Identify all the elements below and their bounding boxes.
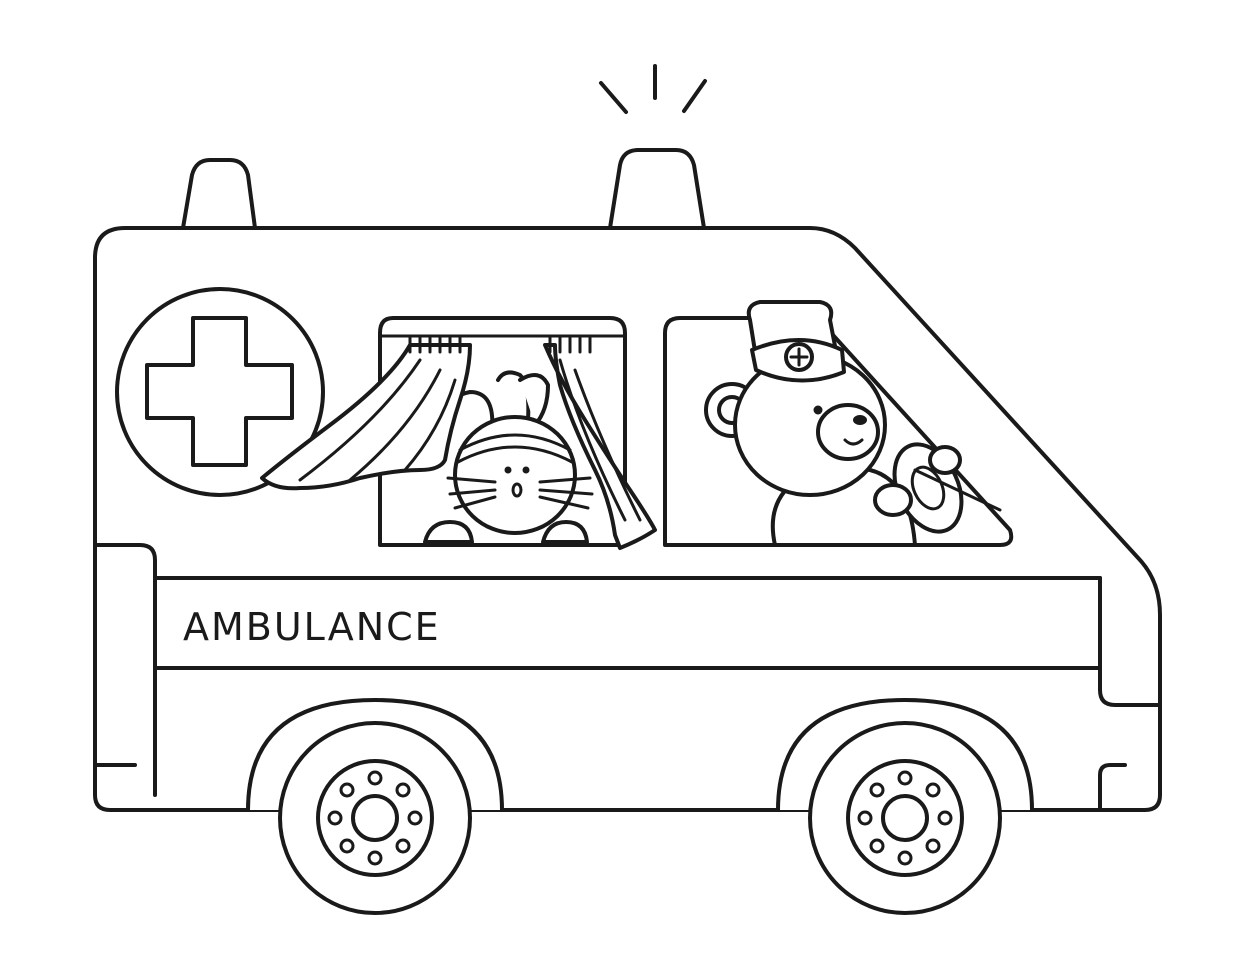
curtain-rings-right [548, 334, 592, 354]
bear-driver [704, 300, 1002, 547]
rear-door-panel [93, 543, 157, 797]
curtain-rings-left [408, 334, 462, 354]
front-wheel [808, 721, 1002, 915]
window-curtains [260, 334, 657, 550]
front-bumper-panel [1098, 763, 1127, 812]
rear-siren-light-icon [181, 158, 257, 230]
siren-flash-rays [599, 64, 707, 114]
front-siren-light-icon [608, 148, 706, 230]
medical-cross-icon [115, 287, 325, 497]
rear-wheel [278, 721, 472, 915]
side-stripe [153, 576, 1102, 670]
hat-cross-icon [784, 342, 814, 372]
ambulance-label: AMBULANCE [183, 605, 441, 649]
